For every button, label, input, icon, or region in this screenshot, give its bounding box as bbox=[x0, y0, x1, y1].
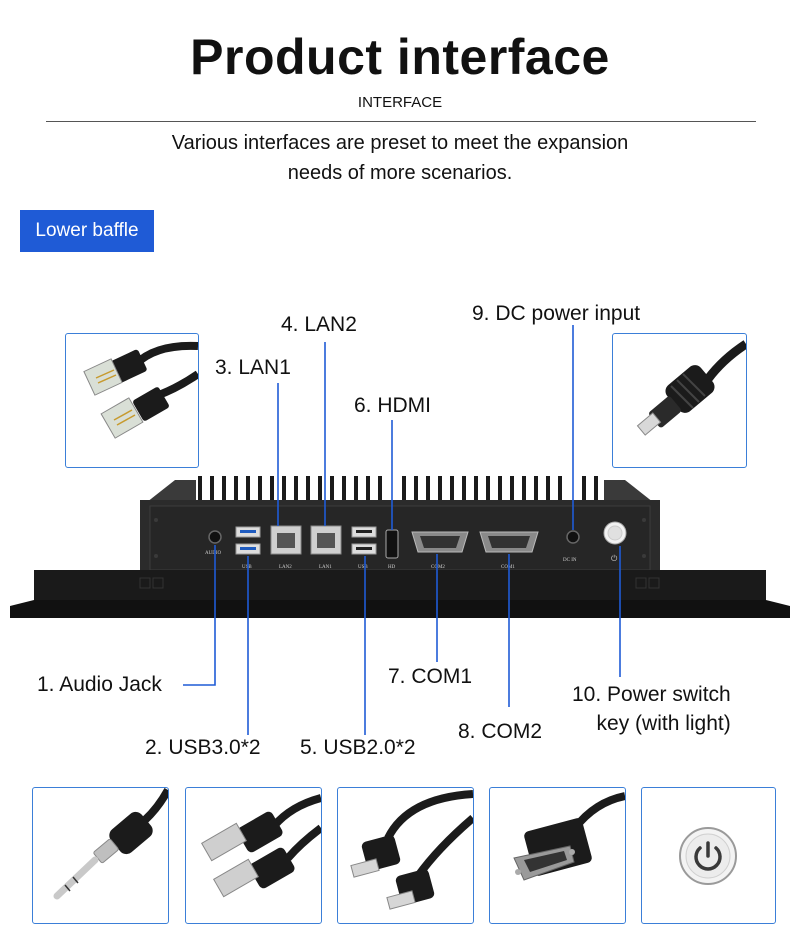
power-button-photo bbox=[641, 787, 776, 924]
usb-cable-icon bbox=[200, 794, 321, 898]
mark-com2: COM2 bbox=[431, 565, 445, 570]
audio-port bbox=[208, 530, 222, 544]
callout-usb30: 2. USB3.0*2 bbox=[145, 736, 261, 759]
mark-hd: HD bbox=[388, 565, 396, 570]
lan2-port bbox=[270, 525, 302, 555]
callout-com1: 7. COM1 bbox=[388, 665, 473, 688]
callout-com2: 8. COM2 bbox=[458, 720, 543, 743]
mark-usb-1: USB bbox=[242, 565, 252, 570]
power-button-icon bbox=[679, 827, 737, 885]
lower-baffle-badge: Lower baffle bbox=[20, 210, 154, 252]
serial-cable-photo bbox=[489, 787, 626, 924]
db9-serial-icon bbox=[513, 792, 625, 881]
mark-lan1: LAN1 bbox=[319, 565, 332, 570]
svg-text:⏻: ⏻ bbox=[611, 554, 618, 563]
dc-port bbox=[566, 530, 580, 544]
audio-jack-icon bbox=[53, 788, 168, 900]
callout-power-switch: 10. Power switch key (with light) bbox=[572, 680, 731, 738]
hdmi-cable-icon bbox=[350, 790, 473, 910]
description-line-1: Various interfaces are preset to meet th… bbox=[171, 132, 629, 154]
com1-port bbox=[479, 531, 539, 553]
callout-dc-power: 9. DC power input bbox=[472, 302, 641, 325]
usb30-ports bbox=[235, 526, 261, 555]
description-line-2: needs of more scenarios. bbox=[287, 162, 513, 184]
mark-lan2: LAN2 bbox=[279, 565, 292, 570]
hdmi-port bbox=[385, 529, 399, 559]
lan1-port bbox=[310, 525, 342, 555]
mark-audio: AUDIO bbox=[205, 551, 221, 556]
callout-audio-jack: 1. Audio Jack bbox=[37, 673, 162, 696]
mark-dc: DC IN bbox=[563, 558, 577, 563]
callout-power-line-2: key (with light) bbox=[596, 712, 731, 735]
description: Various interfaces are preset to meet th… bbox=[0, 128, 800, 188]
page-title: Product interface bbox=[190, 29, 610, 85]
mark-usb-2: USB bbox=[358, 565, 368, 570]
mark-com1: COM1 bbox=[501, 565, 515, 570]
com2-port bbox=[411, 531, 469, 553]
ethernet-cable-icon bbox=[83, 341, 198, 439]
audio-jack-photo bbox=[32, 787, 169, 924]
callout-usb20: 5. USB2.0*2 bbox=[300, 736, 416, 759]
callout-lan1: 3. LAN1 bbox=[215, 356, 291, 379]
dc-plug-icon bbox=[636, 340, 746, 436]
usb20-ports bbox=[351, 526, 377, 555]
usb-cable-photo bbox=[185, 787, 322, 924]
callout-lan2: 4. LAN2 bbox=[281, 313, 357, 336]
page-subtitle: INTERFACE bbox=[357, 94, 443, 111]
callout-hdmi: 6. HDMI bbox=[354, 394, 432, 417]
divider bbox=[46, 121, 756, 122]
dc-plug-photo bbox=[612, 333, 747, 468]
callout-power-line-1: 10. Power switch bbox=[572, 683, 731, 706]
ethernet-cable-photo bbox=[65, 333, 199, 468]
hdmi-cable-photo bbox=[337, 787, 474, 924]
device-illustration: AUDIO USB LAN2 LAN1 USB HD COM2 COM1 DC … bbox=[10, 476, 790, 618]
